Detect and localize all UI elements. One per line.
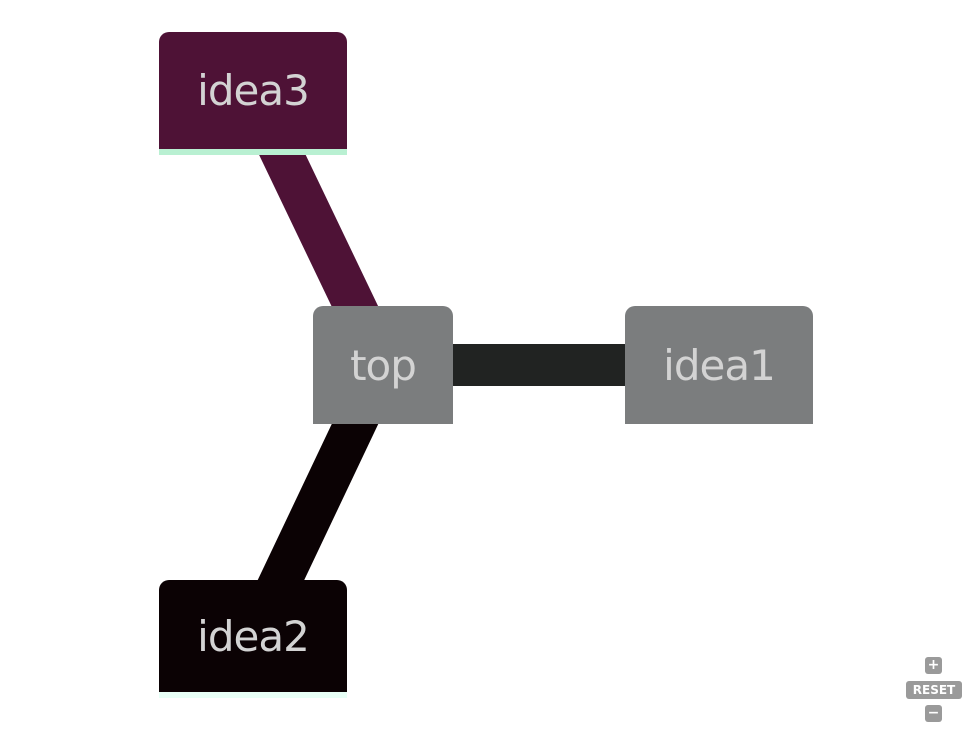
node-idea2-label: idea2: [197, 611, 310, 661]
node-idea2[interactable]: idea2: [159, 580, 347, 698]
zoom-controls: + RESET −: [905, 655, 962, 725]
node-top-label: top: [350, 340, 417, 390]
node-idea3[interactable]: idea3: [159, 32, 347, 155]
zoom-in-button[interactable]: +: [925, 657, 942, 674]
node-idea1-label: idea1: [663, 340, 776, 390]
zoom-out-button[interactable]: −: [925, 705, 942, 722]
node-idea3-label: idea3: [197, 66, 310, 115]
reset-zoom-button[interactable]: RESET: [906, 681, 962, 699]
node-top[interactable]: top: [313, 306, 453, 424]
node-idea1[interactable]: idea1: [625, 306, 813, 424]
